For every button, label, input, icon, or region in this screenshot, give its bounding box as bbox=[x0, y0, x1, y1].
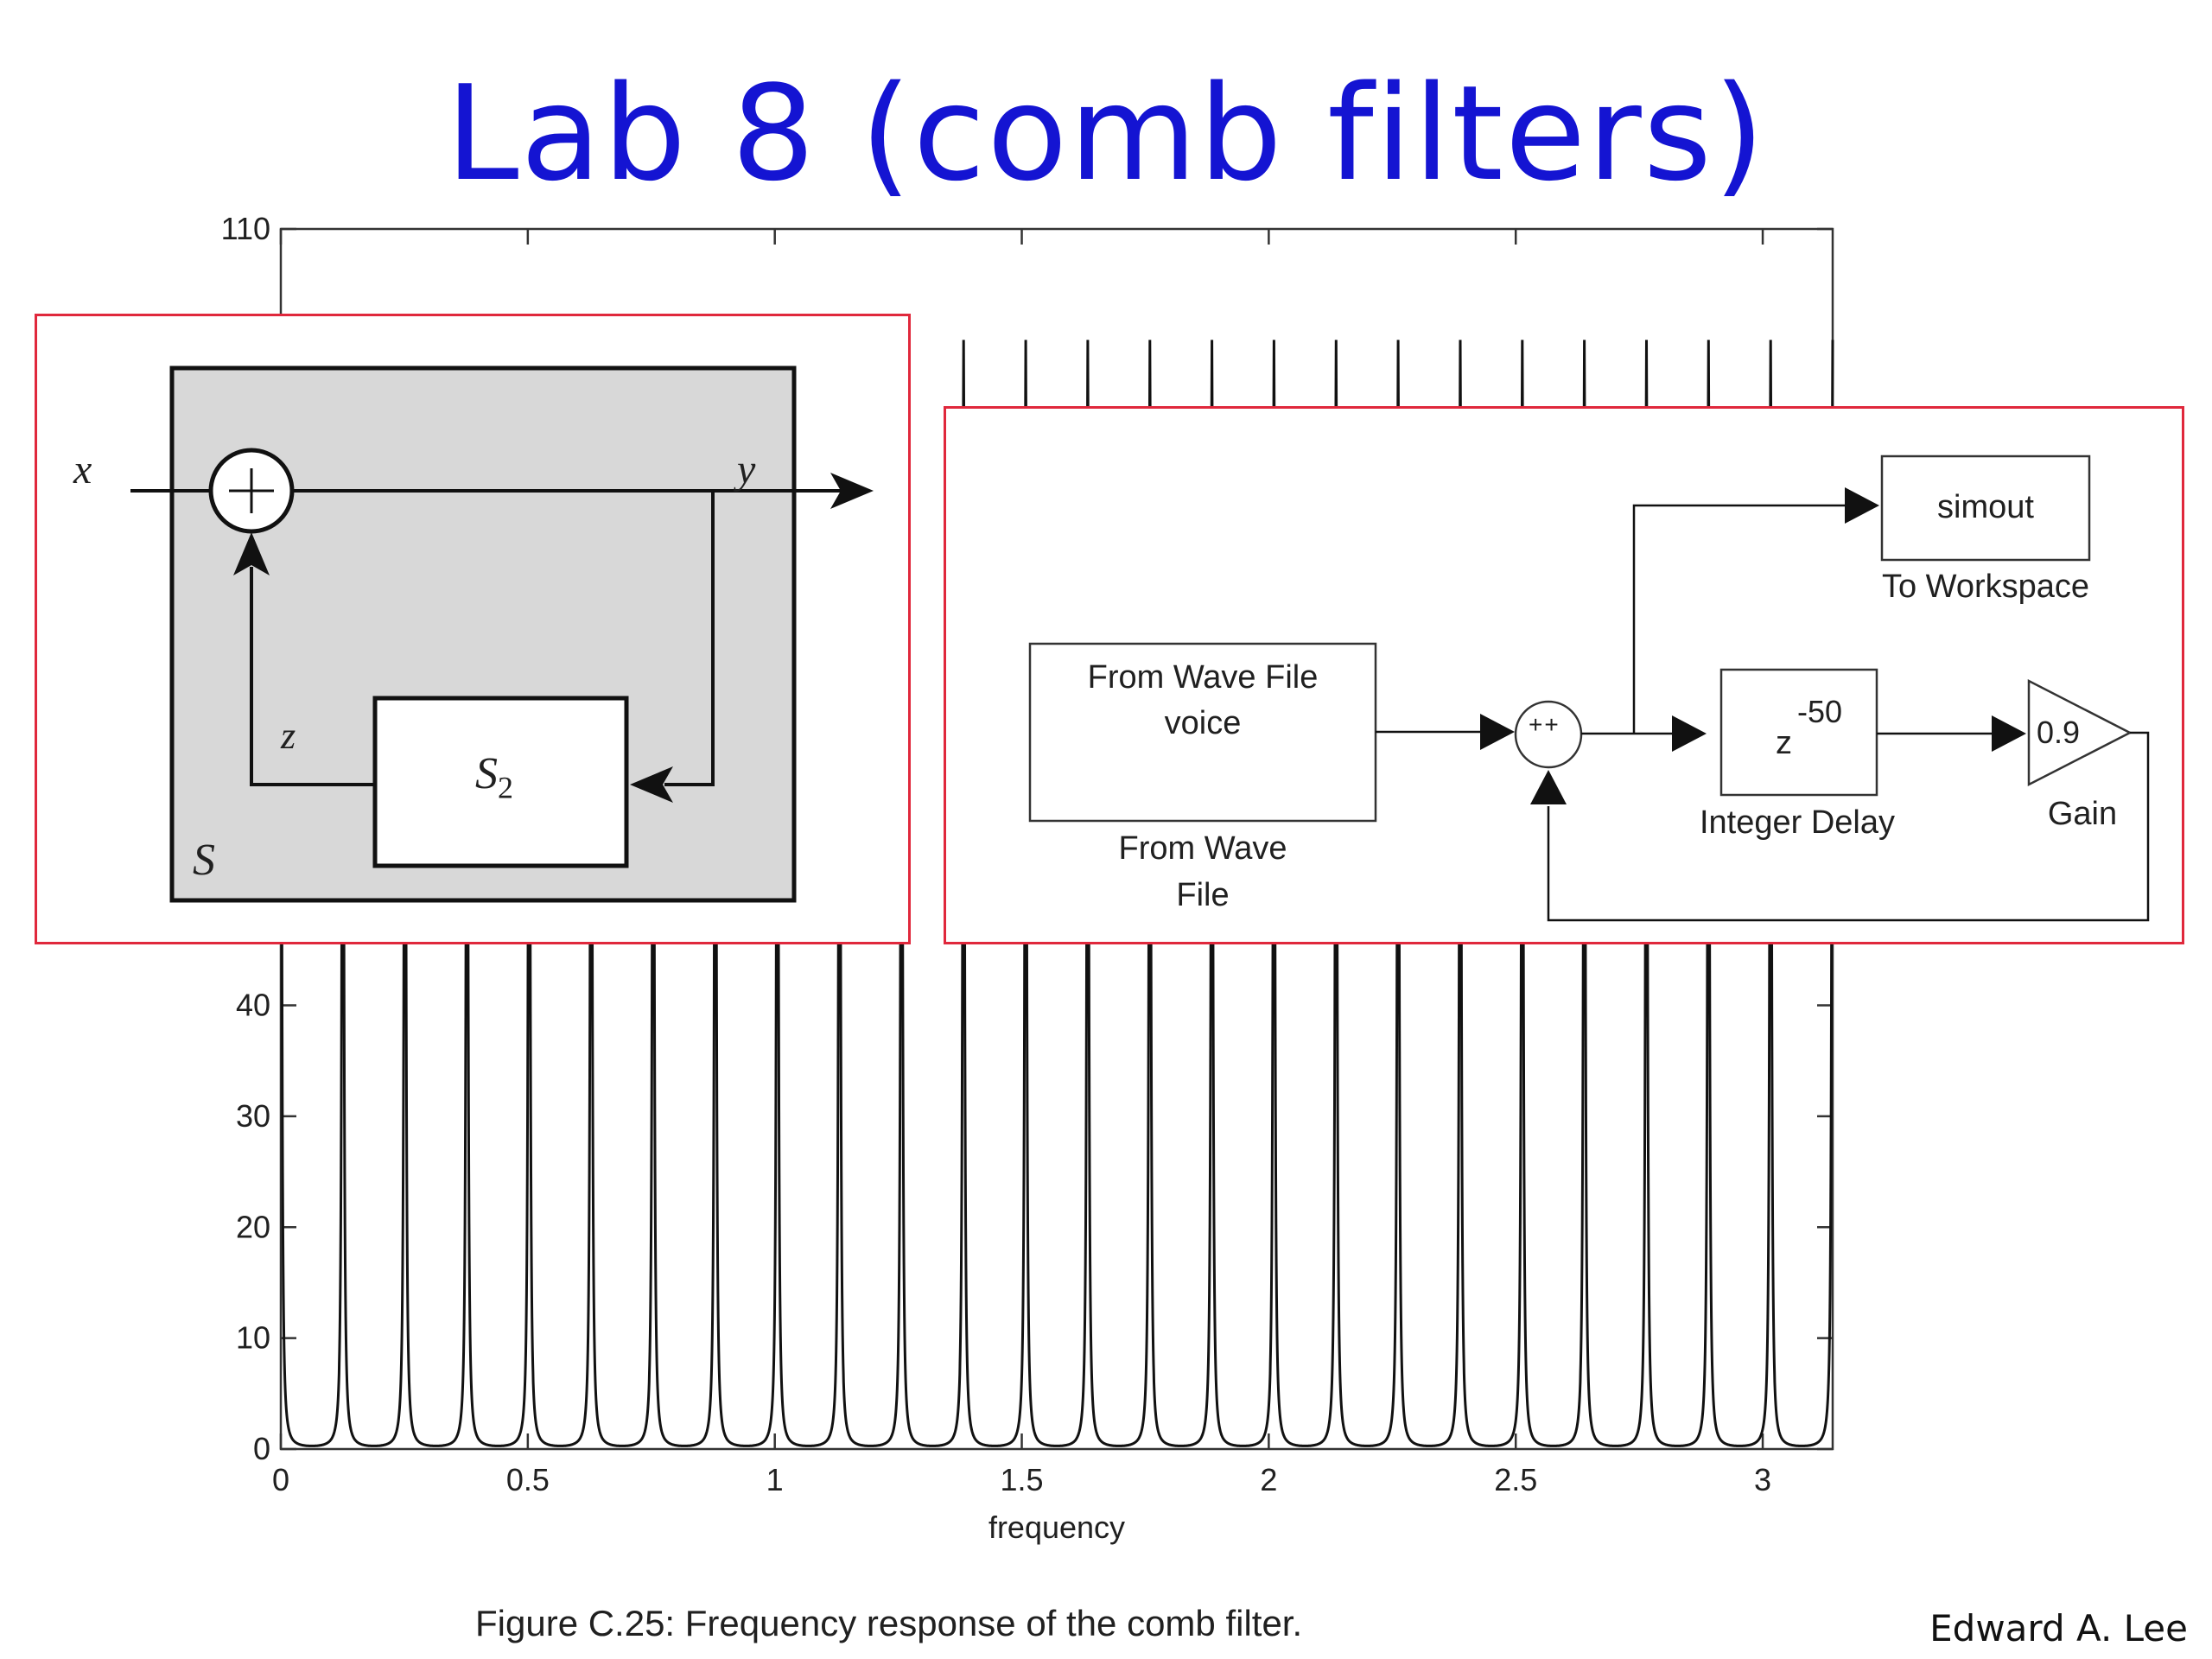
source-block-line2: voice bbox=[1164, 705, 1242, 741]
figure-caption: Figure C.25: Frequency response of the c… bbox=[475, 1603, 1303, 1643]
branch-to-workspace-line bbox=[1632, 504, 1845, 734]
subsystem-output-line bbox=[250, 567, 375, 786]
from-wave-file-block bbox=[1028, 642, 1377, 823]
x-tick-label: 1.5 bbox=[1001, 1462, 1044, 1497]
x-tick-label: 0.5 bbox=[506, 1462, 550, 1497]
output-arrowhead bbox=[830, 473, 874, 509]
y-tick-label: 10 bbox=[236, 1320, 270, 1356]
source-block-line1: From Wave File bbox=[1087, 659, 1319, 696]
feedback-label-z: z bbox=[281, 715, 296, 757]
x-tick-label: 3 bbox=[1754, 1462, 1771, 1497]
x-tick-label: 2.5 bbox=[1494, 1462, 1537, 1497]
output-label-y: y bbox=[737, 447, 756, 493]
x-tick-label: 2 bbox=[1260, 1462, 1277, 1497]
author-name: Edward A. Lee bbox=[1929, 1607, 2188, 1649]
feedback-return-line bbox=[664, 491, 715, 786]
gain-feedback-line bbox=[1547, 731, 2150, 922]
left-feedback-diagram-inset: x y z S S2 bbox=[35, 314, 911, 944]
adder-input-arrowhead bbox=[233, 532, 270, 575]
delay-exponent: -50 bbox=[1797, 694, 1843, 729]
to-workspace-block-label: simout bbox=[1937, 489, 2034, 525]
subsystem-s2-box bbox=[372, 696, 629, 868]
y-tick-label: 0 bbox=[253, 1431, 270, 1466]
series-line-frequency-response bbox=[279, 340, 1834, 1447]
gain-input-arrowhead bbox=[1992, 715, 2026, 752]
source-caption-line2: File bbox=[1176, 877, 1230, 913]
delay-base: z bbox=[1776, 725, 1792, 761]
x-tick-label: 1 bbox=[766, 1462, 784, 1497]
gain-caption: Gain bbox=[2047, 796, 2118, 832]
subsystem-label-s2: S2 bbox=[475, 749, 513, 805]
delay-input-arrowhead bbox=[1672, 715, 1707, 752]
to-workspace-block bbox=[1880, 454, 2091, 562]
x-tick-label: 0 bbox=[272, 1462, 289, 1497]
system-label-s: S bbox=[193, 836, 215, 885]
y-tick-label: 20 bbox=[236, 1209, 270, 1244]
to-workspace-caption: To Workspace bbox=[1881, 569, 2090, 605]
slide-title: Lab 8 (comb filters) bbox=[445, 57, 1767, 210]
x-axis-ticks: 0 0.5 1 1.5 2 2.5 3 bbox=[272, 229, 1771, 1497]
branch-point bbox=[1675, 730, 1682, 737]
right-simulink-model-inset: From Wave File voice From Wave File ++ z… bbox=[944, 406, 2184, 944]
delay-caption: Integer Delay bbox=[1699, 804, 1895, 841]
y-tick-label: 40 bbox=[236, 988, 270, 1023]
y-tick-label: 30 bbox=[236, 1098, 270, 1134]
feedback-diagram-graphic bbox=[130, 365, 874, 903]
workspace-input-arrowhead bbox=[1845, 487, 1879, 524]
source-caption-line1: From Wave bbox=[1118, 830, 1287, 867]
y-tick-label: 110 bbox=[221, 211, 270, 246]
x-axis-label: frequency bbox=[988, 1510, 1125, 1545]
simulink-model-graphic bbox=[1028, 454, 2150, 922]
feedback-arrowhead bbox=[630, 766, 673, 803]
gain-block bbox=[2027, 678, 2133, 787]
sum-input1-arrowhead bbox=[1480, 714, 1515, 750]
sum-signs: ++ bbox=[1529, 711, 1560, 738]
integer-delay-block bbox=[1719, 668, 1878, 797]
input-label-x: x bbox=[73, 447, 92, 493]
gain-value: 0.9 bbox=[2037, 715, 2081, 750]
subsystem-subscript: 2 bbox=[498, 770, 513, 805]
sum-input2-arrowhead bbox=[1530, 770, 1567, 804]
